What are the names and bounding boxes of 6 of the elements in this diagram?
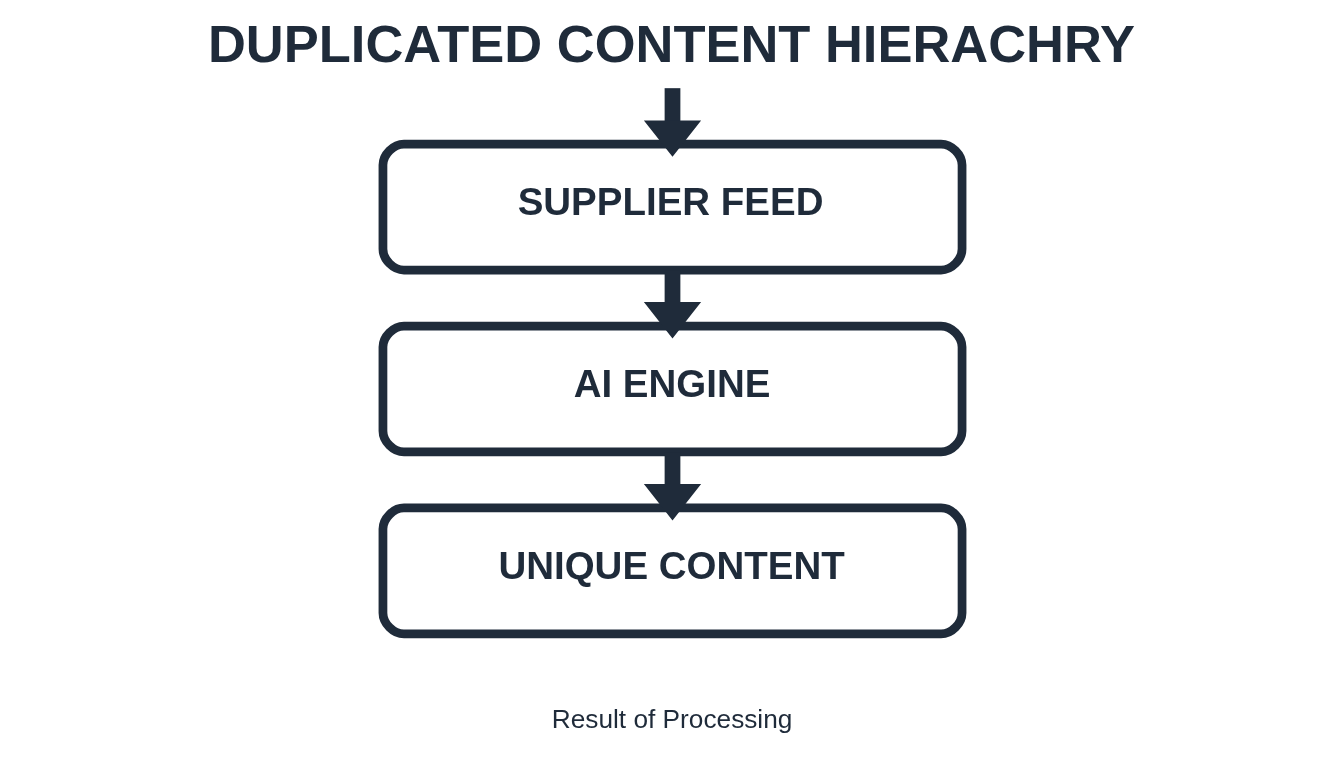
node-label: Result of Processing [551,703,792,734]
node-box: SUPPLIER FEED [378,139,966,275]
node-box: AI ENGINE [378,321,966,457]
arrow [643,88,701,157]
node-box: UNIQUE CONTENT [378,503,966,639]
diagram-title: DUPLICATED CONTENT HIERACHRY [207,14,1135,74]
